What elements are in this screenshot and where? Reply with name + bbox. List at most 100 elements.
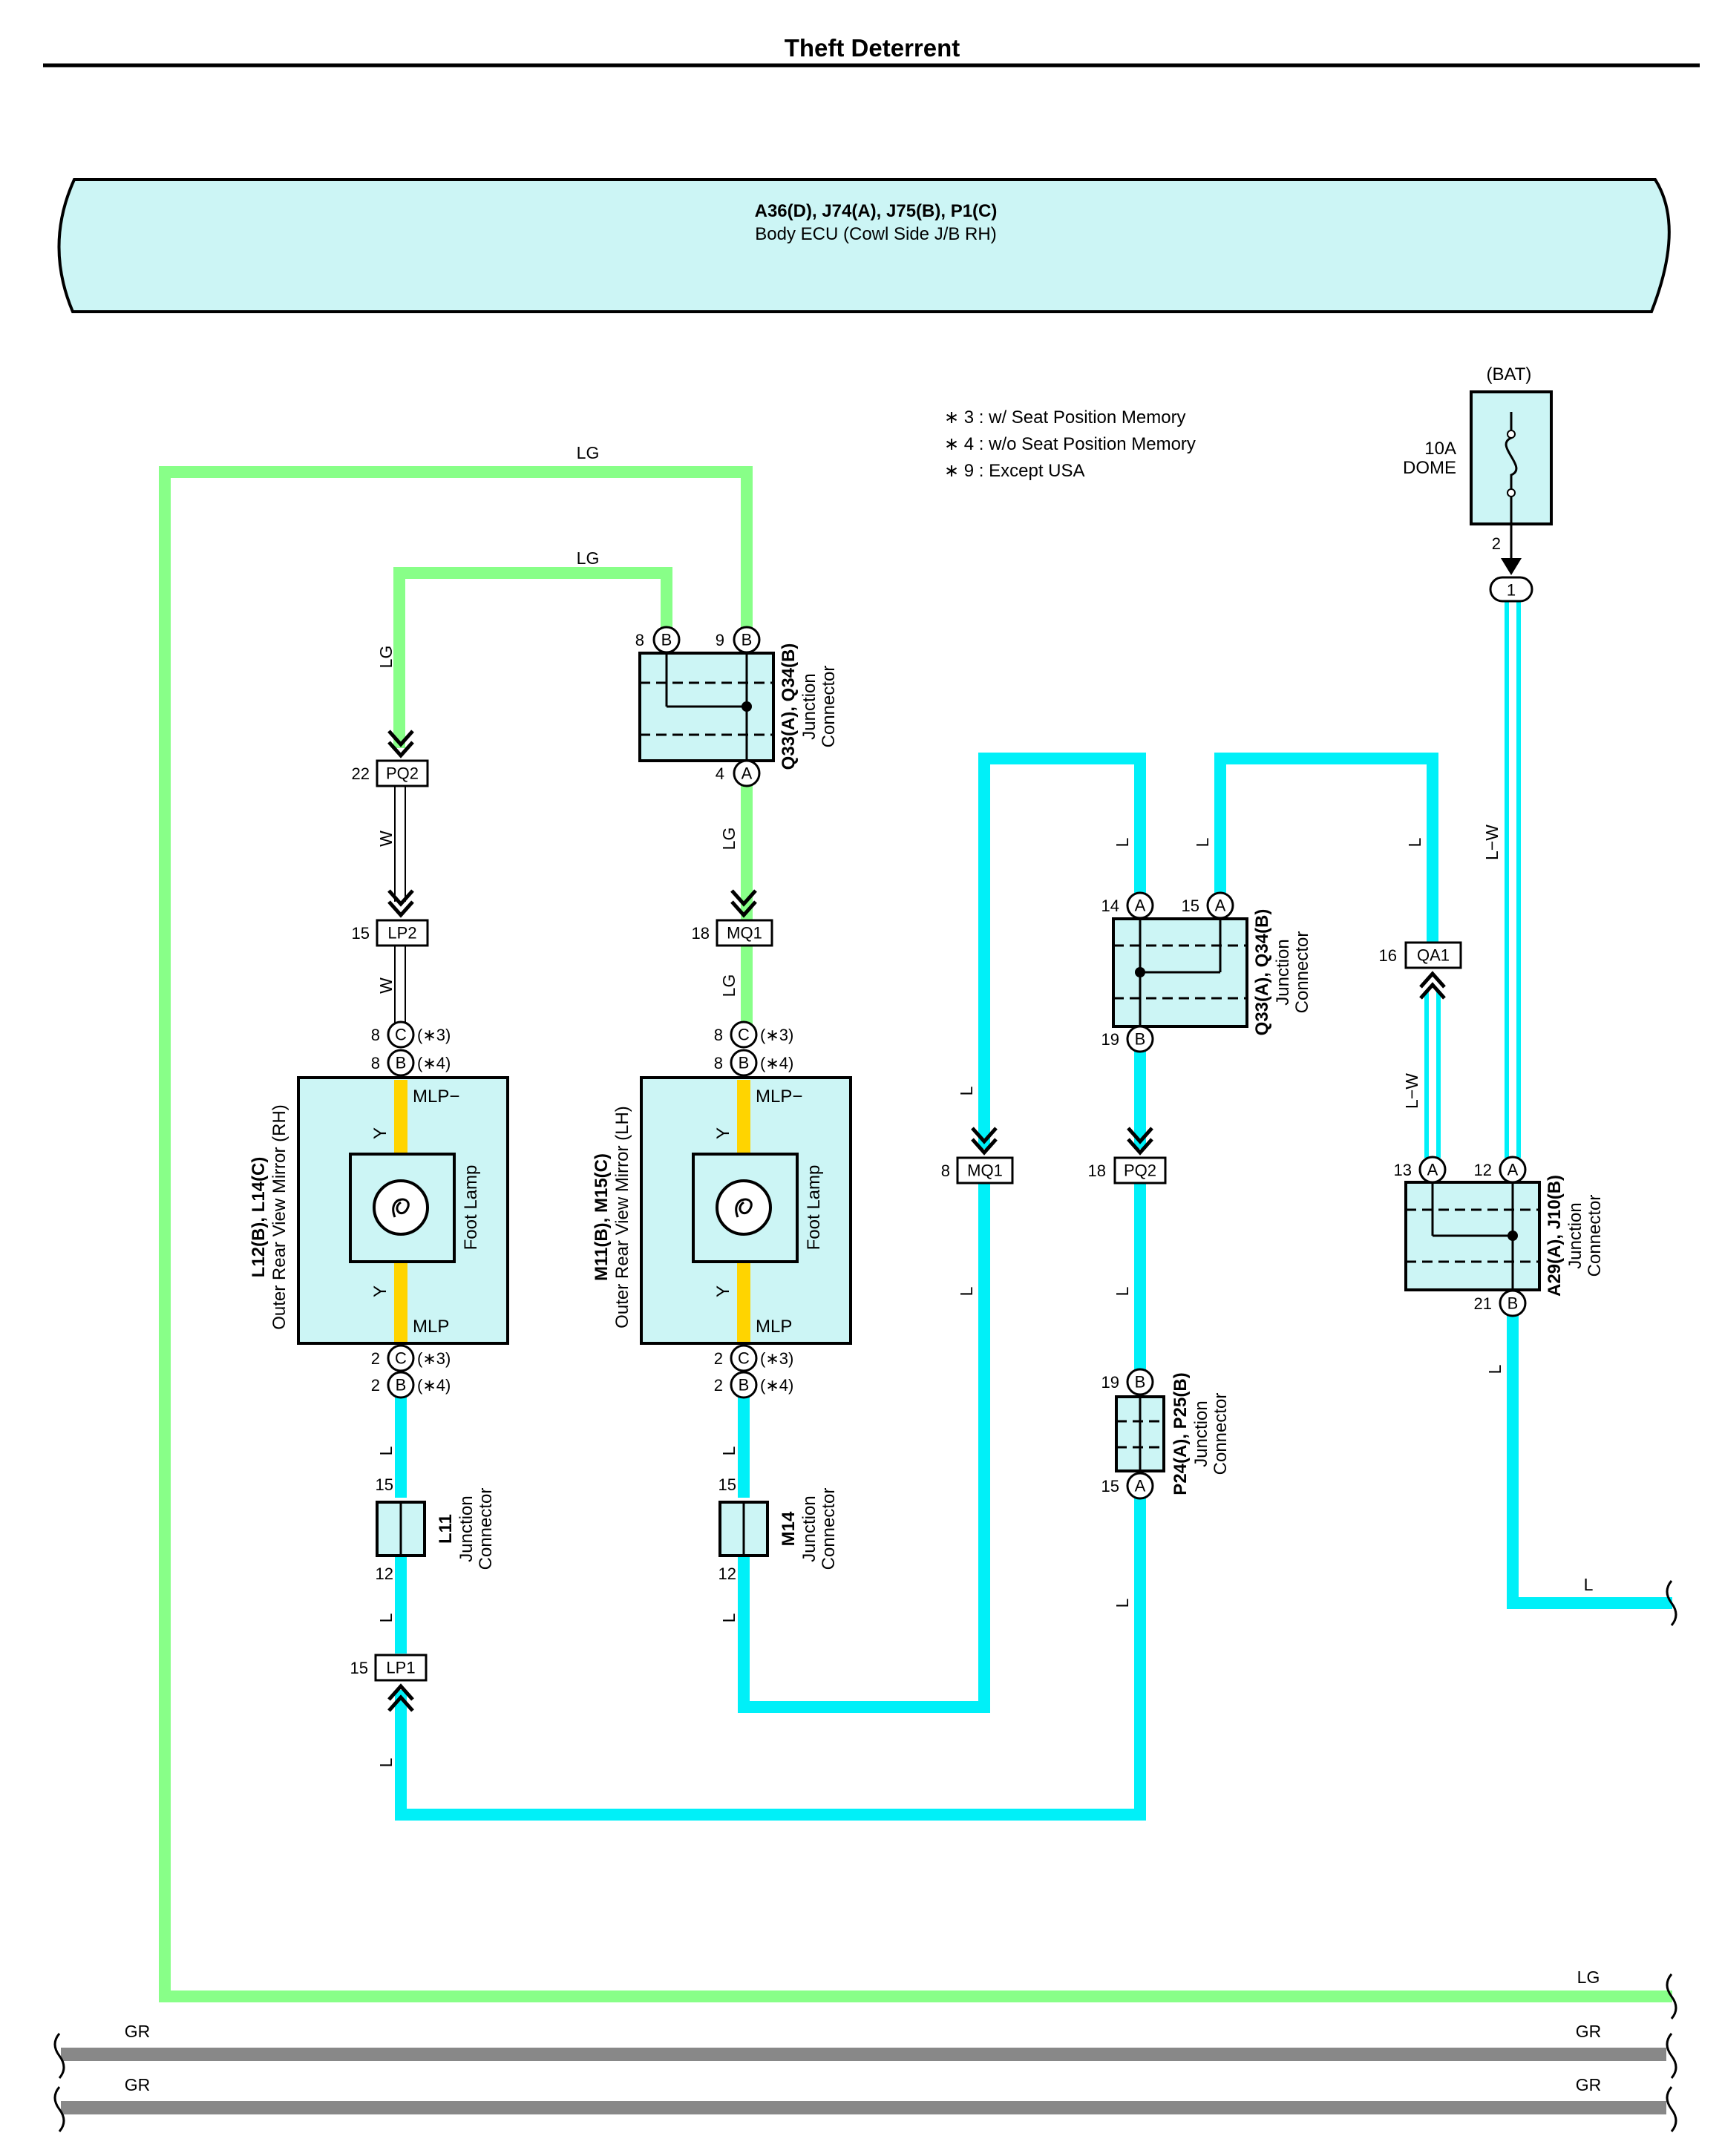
svg-text:Connector: Connector [1585, 1195, 1605, 1277]
lbl-lw-2: L−W [1402, 1073, 1421, 1109]
svg-text:15: 15 [376, 1475, 393, 1494]
svg-text:L12(B), L14(C): L12(B), L14(C) [249, 1157, 269, 1278]
lbl-lg-4: LG [719, 828, 739, 851]
conn-mq1-a: MQ1 18 [692, 889, 773, 947]
svg-text:B: B [741, 631, 753, 649]
jc-a29: A 13 A 12 B 21 A29(A), J10(B) Junction C… [1394, 1156, 1605, 1317]
svg-text:2: 2 [371, 1376, 380, 1395]
svg-text:P24(A), P25(B): P24(A), P25(B) [1171, 1372, 1191, 1495]
wire-lg-outer [159, 466, 753, 2002]
svg-text:14: 14 [1101, 897, 1119, 915]
lbl-l-8: L [1113, 837, 1132, 847]
lbl-l-7: L [957, 1286, 976, 1296]
lbl-l-3: L [376, 1757, 396, 1767]
jc-l11: 15 12 L11 Junction Connector [376, 1475, 496, 1583]
svg-text:22: 22 [352, 764, 370, 783]
fuse-rating: 10A [1424, 439, 1456, 459]
svg-text:A: A [741, 764, 753, 783]
svg-text:2: 2 [371, 1349, 380, 1368]
svg-text:A: A [1507, 1161, 1519, 1179]
lbl-lg-6: LG [1577, 1967, 1600, 1987]
svg-text:A: A [1215, 897, 1226, 915]
svg-text:8: 8 [371, 1054, 380, 1072]
wire-l-q33-qa1 [1214, 753, 1438, 948]
svg-text:LP2: LP2 [387, 924, 416, 943]
conn-pq2-b: PQ2 18 [1088, 1127, 1167, 1185]
svg-text:Q33(A), Q34(B): Q33(A), Q34(B) [1252, 909, 1272, 1036]
conn-qa1: QA1 16 [1379, 941, 1462, 1000]
svg-text:(∗3): (∗3) [417, 1026, 451, 1044]
svg-text:18: 18 [692, 924, 710, 943]
lbl-l-11: L [1193, 837, 1212, 847]
svg-text:(∗3): (∗3) [760, 1026, 793, 1044]
lbl-gr-4: GR [1576, 2075, 1602, 2094]
svg-text:MLP: MLP [756, 1317, 792, 1337]
break-marks [53, 1580, 1677, 2132]
svg-text:Foot Lamp: Foot Lamp [804, 1165, 824, 1251]
lbl-lg-2: LG [577, 548, 600, 568]
svg-text:QA1: QA1 [1417, 946, 1450, 965]
svg-text:(∗4): (∗4) [417, 1376, 451, 1395]
lbl-l-10: L [1113, 1598, 1132, 1608]
svg-text:Y: Y [370, 1127, 390, 1139]
svg-text:M14: M14 [779, 1511, 799, 1546]
mirror-lh: C 8 (∗3) B 8 (∗4) MLP− MLP Y Y Foot Lamp… [592, 1020, 852, 1399]
wire-l-mq1-q33 [978, 753, 1146, 1149]
svg-text:15: 15 [352, 924, 370, 943]
note-3: ∗ 3 : w/ Seat Position Memory [944, 407, 1186, 427]
lbl-lg-3: LG [376, 646, 396, 669]
svg-text:Junction: Junction [456, 1495, 477, 1562]
svg-text:LP1: LP1 [386, 1659, 415, 1677]
lbl-l-6: L [957, 1086, 976, 1095]
svg-text:B: B [1507, 1294, 1519, 1313]
svg-text:Connector: Connector [476, 1488, 496, 1570]
svg-text:A: A [1135, 1477, 1146, 1495]
svg-text:Outer Rear View Mirror (LH): Outer Rear View Mirror (LH) [612, 1106, 632, 1328]
svg-text:Connector: Connector [819, 1488, 839, 1570]
svg-text:MLP: MLP [413, 1317, 449, 1337]
lbl-l-1: L [376, 1446, 396, 1455]
svg-text:15: 15 [1182, 897, 1199, 915]
lbl-l-9: L [1113, 1286, 1132, 1296]
wire-color-labels: LG LG LG LG LG W W L L L L L L L L L L L… [125, 443, 1602, 2094]
wire-l-lp1-p24 [395, 1493, 1146, 1821]
page-title: Theft Deterrent [785, 34, 960, 62]
svg-text:L11: L11 [436, 1514, 456, 1544]
lbl-lg-5: LG [719, 974, 739, 997]
wire-lw [1424, 597, 1521, 1158]
lbl-l-4: L [719, 1446, 739, 1455]
svg-text:MQ1: MQ1 [967, 1161, 1003, 1180]
svg-text:Foot Lamp: Foot Lamp [461, 1165, 481, 1251]
svg-text:15: 15 [718, 1475, 736, 1494]
conn-pq2-a: PQ2 22 [352, 730, 429, 787]
svg-text:15: 15 [350, 1659, 368, 1677]
lbl-l-2: L [376, 1613, 396, 1622]
svg-text:2: 2 [714, 1376, 723, 1395]
svg-text:Y: Y [713, 1285, 733, 1297]
wire-w [394, 785, 406, 1030]
svg-text:MLP−: MLP− [413, 1087, 459, 1107]
svg-text:(∗4): (∗4) [760, 1054, 793, 1072]
fuse-dome: (BAT) 10A DOME 2 1 [1403, 364, 1553, 603]
wire-lg-inner [393, 567, 672, 748]
mirror-rh: C 8 (∗3) B 8 (∗4) MLP− MLP Y Y Foot Lamp… [249, 1020, 509, 1399]
svg-text:8: 8 [714, 1026, 723, 1044]
fuse-conn-pin: 1 [1507, 581, 1516, 600]
conn-mq1-b: MQ1 8 [941, 1127, 1014, 1185]
svg-text:18: 18 [1088, 1161, 1106, 1180]
svg-text:Y: Y [713, 1127, 733, 1139]
svg-text:MQ1: MQ1 [727, 924, 762, 943]
svg-text:(∗3): (∗3) [760, 1349, 793, 1368]
svg-text:Junction: Junction [1191, 1400, 1211, 1467]
lbl-w-1: W [376, 830, 396, 847]
svg-text:Connector: Connector [1211, 1393, 1231, 1475]
svg-text:15: 15 [1101, 1477, 1119, 1495]
lbl-w-2: W [376, 977, 396, 994]
svg-text:19: 19 [1101, 1030, 1119, 1049]
body-ecu: A36(D), J74(A), J75(B), P1(C) Body ECU (… [57, 178, 1671, 313]
svg-text:2: 2 [714, 1349, 723, 1368]
lbl-gr-2: GR [1576, 2022, 1602, 2041]
svg-text:B: B [396, 1376, 407, 1395]
svg-text:Q33(A), Q34(B): Q33(A), Q34(B) [779, 643, 799, 770]
